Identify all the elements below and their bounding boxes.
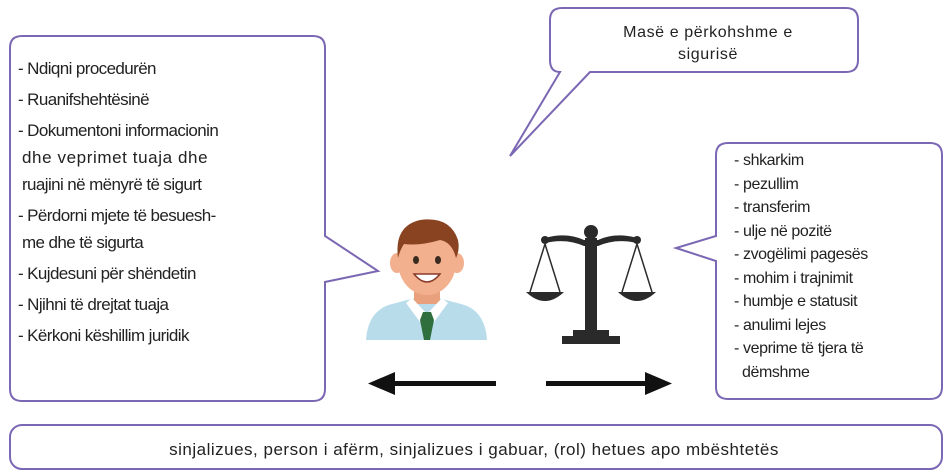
right-speech-bubble (672, 142, 943, 400)
left-list-item: - Ndiqni procedurën (18, 59, 157, 78)
bottom-banner-text: sinjalizues, person i afërm, sinjalizues… (169, 440, 779, 459)
left-list-item: - Ruanifshehtësinë (18, 90, 150, 109)
person-icon (366, 219, 487, 340)
left-list-item: me dhe të sigurta (22, 233, 144, 252)
left-list-item: - Përdorni mjete të besuesh- (18, 206, 216, 225)
arrow-left-icon (368, 372, 496, 395)
bottom-banner (9, 424, 943, 470)
left-list-item: - Kërkoni këshillim juridik (18, 326, 189, 345)
callout-line-2: sigurisë (678, 46, 738, 63)
right-list-item: - shkarkim (734, 152, 804, 169)
right-list-item: dëmshme (742, 363, 810, 381)
callout-bubble (509, 7, 859, 157)
right-list-item: - transferim (734, 199, 811, 216)
left-list-item: - Dokumentoni informacionin (18, 121, 219, 140)
right-list-item: - veprime të tjera të (734, 340, 864, 357)
arrow-right-icon (546, 372, 672, 395)
right-list-item: - mohim i trajnimit (734, 269, 853, 287)
left-list-item: - Njihni të drejtat tuaja (18, 295, 169, 314)
right-list-item: - zvogëlimi pagesës (734, 246, 868, 263)
left-list-item: dhe veprimet tuaja dhe (22, 148, 209, 167)
left-list-item: - Kujdesuni për shëndetin (18, 264, 196, 283)
right-list-item: - anulimi lejes (734, 316, 826, 334)
callout-text: Masë e përkohshme e sigurisë (570, 22, 846, 66)
left-speech-bubble (9, 35, 381, 402)
right-list-item: - humbje e statusit (734, 293, 858, 310)
right-list-item: - pezullim (734, 175, 799, 193)
right-list: - shkarkim - pezullim - transferim - ulj… (734, 149, 944, 384)
callout-line-1: Masë e përkohshme e (623, 24, 793, 41)
scales-of-justice-icon (526, 225, 656, 344)
left-list-item: ruajini në mënyrë të sigurt (22, 175, 202, 194)
right-list-item: - ulje në pozitë (734, 222, 832, 240)
left-list: - Ndiqni procedurën - Ruanifshehtësinë -… (18, 58, 318, 347)
